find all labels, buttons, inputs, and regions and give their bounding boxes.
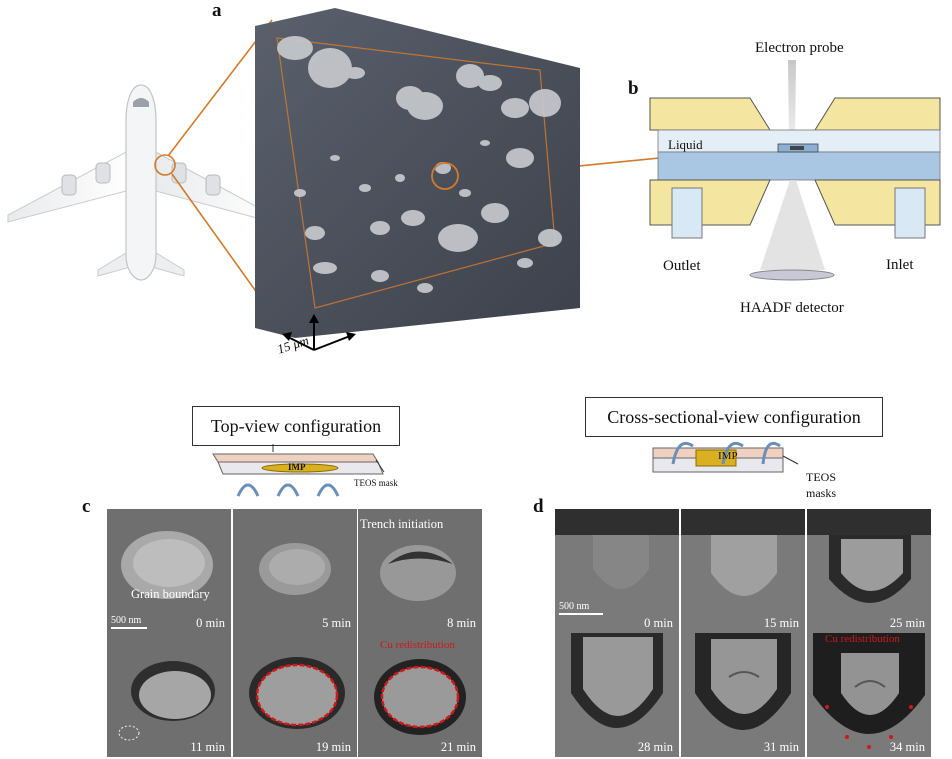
- c-tile-19min: 19 min: [233, 633, 357, 757]
- time-label: 15 min: [763, 616, 799, 630]
- c-tile-21min: Cu redistribution 21 min: [358, 633, 482, 757]
- c-tile-11min: 11 min: [107, 633, 231, 757]
- d-tile-25min: 25 min: [807, 509, 931, 633]
- c-tile-0min: Grain boundary 500 nm 0 min: [107, 509, 231, 633]
- cross-view-schematic: [652, 441, 799, 473]
- scale-axes: [282, 314, 356, 351]
- micrograph: [571, 633, 663, 728]
- d-tile-31min: 31 min: [681, 633, 805, 757]
- tomography-volume: [255, 8, 580, 338]
- time-label: 31 min: [763, 740, 799, 754]
- cross-view-title: Cross-sectional-view configuration: [585, 397, 883, 437]
- micrograph: [118, 661, 215, 741]
- time-label: 11 min: [190, 740, 225, 754]
- cu-redistribution-label: Cu redistribution: [825, 633, 900, 645]
- d-tile-34min: Cu redistribution 34 min: [807, 633, 931, 757]
- time-label: 0 min: [644, 616, 673, 630]
- d-tile-15min: 15 min: [681, 509, 805, 633]
- liquid-cell-diagram: [649, 60, 941, 281]
- detector-label: HAADF detector: [740, 300, 844, 316]
- c-tile-5min: 5 min: [233, 509, 357, 633]
- trench-initiation-label: Trench initiation: [360, 517, 444, 531]
- cross-mask-label-2: masks: [806, 486, 836, 500]
- panel-c-letter: c: [82, 496, 91, 517]
- probe-label: Electron probe: [755, 40, 844, 56]
- airplane-illustration: [7, 84, 273, 281]
- micrograph: [374, 659, 466, 735]
- panel-d-letter: d: [533, 496, 544, 517]
- micrograph: [813, 633, 925, 749]
- time-label: 34 min: [889, 740, 925, 754]
- time-label: 28 min: [637, 740, 673, 754]
- time-label: 5 min: [322, 616, 351, 630]
- top-imp-label: IMP: [288, 462, 306, 472]
- time-label: 25 min: [889, 616, 925, 630]
- time-label: 19 min: [315, 740, 351, 754]
- micrograph: [807, 509, 931, 603]
- time-label: 0 min: [196, 616, 225, 630]
- micrograph: [380, 545, 456, 601]
- cu-redistribution-label: Cu redistribution: [380, 639, 455, 651]
- micrograph: [681, 509, 805, 596]
- d-tile-28min: 28 min: [555, 633, 679, 757]
- panel-a-letter: a: [212, 0, 222, 21]
- scale-bar: 500 nm: [559, 601, 603, 615]
- cross-mask-label-1: TEOS: [806, 470, 836, 484]
- micrograph: [249, 657, 345, 729]
- panel-b-letter: b: [628, 78, 639, 99]
- d-tile-0min: 500 nm 0 min: [555, 509, 679, 633]
- time-label: 21 min: [440, 740, 476, 754]
- top-mask-label: TEOS mask: [354, 478, 398, 488]
- outlet-label: Outlet: [663, 258, 701, 274]
- cross-imp-label: IMP: [718, 450, 738, 462]
- grain-boundary-label: Grain boundary: [131, 587, 210, 601]
- time-label: 8 min: [447, 616, 476, 630]
- micrograph: [259, 543, 331, 595]
- c-tile-8min: Trench initiation 8 min: [358, 509, 482, 633]
- liquid-label: Liquid: [668, 137, 703, 152]
- inlet-label: Inlet: [886, 257, 914, 273]
- top-view-title: Top-view configuration: [192, 406, 400, 446]
- micrograph: [121, 531, 213, 599]
- scale-bar: 500 nm: [111, 615, 147, 629]
- top-view-schematic: [212, 444, 385, 497]
- micrograph: [695, 633, 791, 730]
- micrograph: [555, 509, 679, 589]
